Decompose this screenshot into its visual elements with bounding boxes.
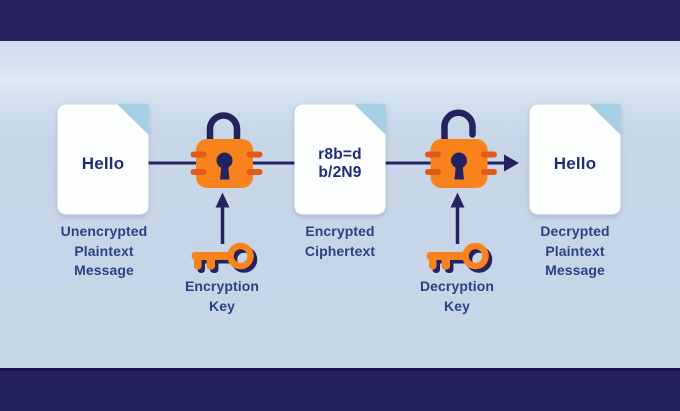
document-text: Hello [57,104,149,215]
folded-corner-icon [354,104,386,135]
caption-line: Key [444,297,470,314]
bottom-bar [0,368,680,411]
caption-unencrypted: Unencrypted Plaintext Message [39,222,169,281]
key-icon [426,242,493,273]
caption-line: Encrypted [305,223,375,239]
caption-line: Ciphertext [304,242,376,259]
padlock-unlocked-icon [425,109,497,188]
doc-text-line: Hello [81,153,125,173]
caption-line: Decryption [419,278,495,294]
caption-decrypted: Decrypted Plaintext Message [510,222,640,281]
document-plaintext: Hello [57,104,149,215]
padlock-locked-icon [190,112,263,188]
caption-line: Message [545,262,605,278]
document-ciphertext: r8b=d b/2N9 [294,104,386,215]
caption-line: Plaintext [545,242,605,259]
folded-corner-icon [117,104,149,135]
caption-line: Unencrypted [60,223,148,239]
caption-encryption-key: Encryption Key [157,277,287,316]
top-bar [0,0,680,41]
doc-text-line: Hello [553,153,597,173]
caption-encrypted-ciphertext: Encrypted Ciphertext [275,222,405,261]
document-text: Hello [529,104,621,215]
doc-text-line: r8b=d [318,145,362,163]
arrow-up-icon [215,192,230,244]
arrow-up-icon [450,192,465,244]
document-text: r8b=d b/2N9 [294,104,386,215]
arrow-right-icon [504,154,519,172]
caption-line: Plaintext [74,242,134,259]
document-decrypted: Hello [529,104,621,215]
caption-line: Decrypted [540,223,610,239]
caption-line: Message [74,262,134,278]
caption-decryption-key: Decryption Key [392,277,522,316]
doc-text-line: b/2N9 [318,163,362,181]
document-page-icon [529,104,621,215]
key-icon [191,242,258,273]
caption-line: Key [209,297,235,314]
document-page-icon [57,104,149,215]
caption-line: Encryption [184,278,260,294]
document-page-icon [294,104,386,215]
folded-corner-icon [589,104,621,135]
